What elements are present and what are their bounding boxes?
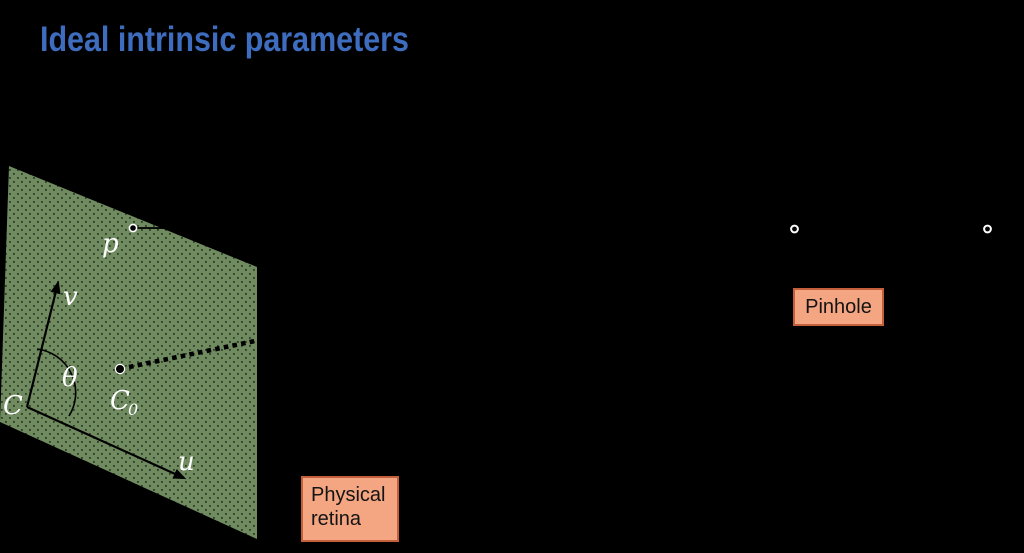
physical-retina-label-line1: Physical <box>311 484 386 506</box>
physical-retina-callout: Physical retina <box>301 476 399 542</box>
optical-axis-dashed-line <box>128 227 793 370</box>
label-c0: C <box>110 386 130 416</box>
image-plane <box>0 166 257 539</box>
label-v: v <box>63 282 78 312</box>
u-axis-arrow <box>26 405 187 480</box>
page-title: Ideal intrinsic parameters <box>40 20 409 59</box>
pinhole-label: Pinhole <box>805 295 872 318</box>
pinhole-marker <box>790 224 799 234</box>
label-u: u <box>178 447 195 477</box>
theta-angle-arc <box>36 348 77 417</box>
label-theta: θ <box>62 363 78 393</box>
label-c: C <box>3 391 23 421</box>
pinhole-callout: Pinhole <box>793 288 884 326</box>
principal-point-c0-marker <box>114 363 126 375</box>
ray-from-p <box>134 227 793 230</box>
v-axis-arrow <box>25 280 61 408</box>
point-p-marker <box>128 223 138 233</box>
pinhole-marker-right <box>983 224 992 234</box>
physical-retina-label-line2: retina <box>311 508 362 530</box>
label-c0-subscript: 0 <box>128 400 138 419</box>
label-p: p <box>102 229 119 259</box>
